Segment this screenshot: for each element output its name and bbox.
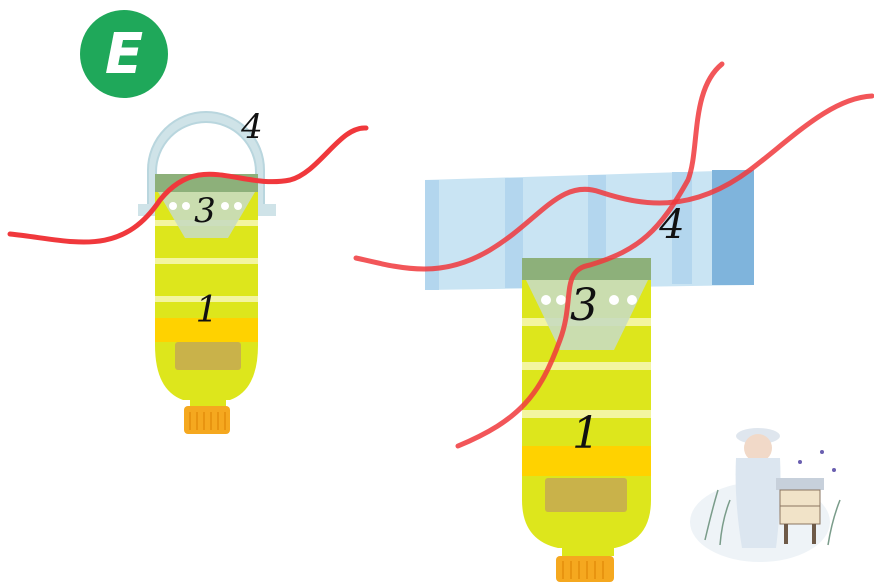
right-label-sleeve: 4 [658, 202, 684, 248]
right-cap [556, 556, 614, 582]
left-label-handle: 4 [240, 107, 263, 147]
left-trap: 4 3 1 [7, 107, 369, 434]
beekeeper-with-hive-icon [690, 428, 841, 562]
step-badge: E [80, 10, 168, 98]
left-label-bottle: 1 [196, 290, 219, 331]
left-bottle [155, 190, 258, 434]
left-label-funnel: 3 [194, 191, 216, 231]
right-label-bottle: 1 [572, 408, 600, 459]
right-trap: 4 3 1 [353, 61, 874, 582]
step-badge-letter: E [105, 22, 143, 87]
right-funnel [522, 258, 651, 350]
right-wire-b [455, 61, 725, 449]
right-wire-a [353, 93, 874, 272]
left-wire [7, 125, 369, 245]
left-bait [175, 342, 241, 370]
right-bottle [522, 272, 651, 582]
left-funnel [155, 174, 258, 238]
right-bait [545, 478, 627, 512]
right-label-funnel: 3 [570, 280, 598, 331]
